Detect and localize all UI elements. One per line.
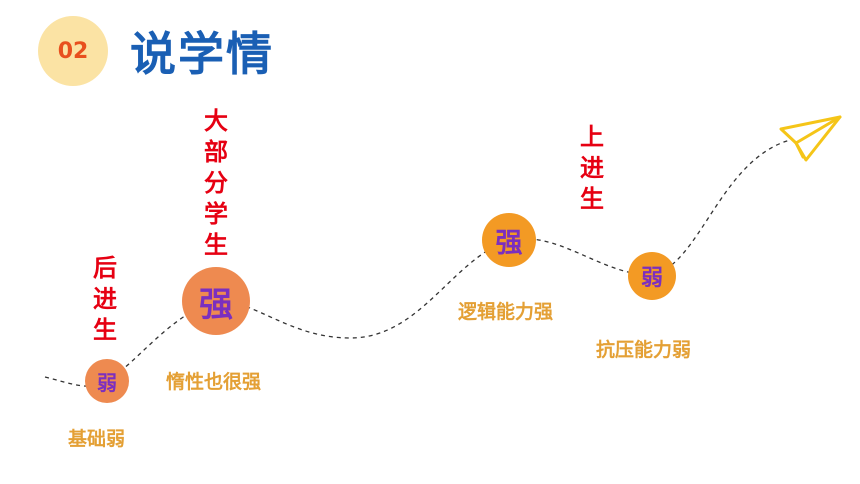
caption-1: 基础弱 <box>68 428 126 450</box>
caption-2: 惰性也很强 <box>166 371 262 393</box>
vertical-label-3: 上进生 <box>580 123 604 213</box>
node-strong-1: 强 <box>182 267 250 335</box>
vertical-label-2: 大部分学生 <box>204 107 228 259</box>
section-number-badge: 02 <box>38 16 108 86</box>
caption-3: 逻辑能力强 <box>458 301 554 323</box>
section-number: 02 <box>57 38 89 64</box>
node-label: 强 <box>199 284 233 325</box>
node-strong-2: 强 <box>482 213 536 267</box>
node-label: 弱 <box>640 266 663 291</box>
page-title: 说学情 <box>130 27 274 81</box>
node-label: 弱 <box>97 370 117 395</box>
vertical-label-1: 后进生 <box>93 254 117 344</box>
paper-plane-icon <box>779 115 842 162</box>
node-weak-1: 弱 <box>85 359 129 403</box>
node-label: 强 <box>495 227 523 259</box>
node-weak-2: 弱 <box>628 252 676 300</box>
caption-4: 抗压能力弱 <box>596 339 692 361</box>
